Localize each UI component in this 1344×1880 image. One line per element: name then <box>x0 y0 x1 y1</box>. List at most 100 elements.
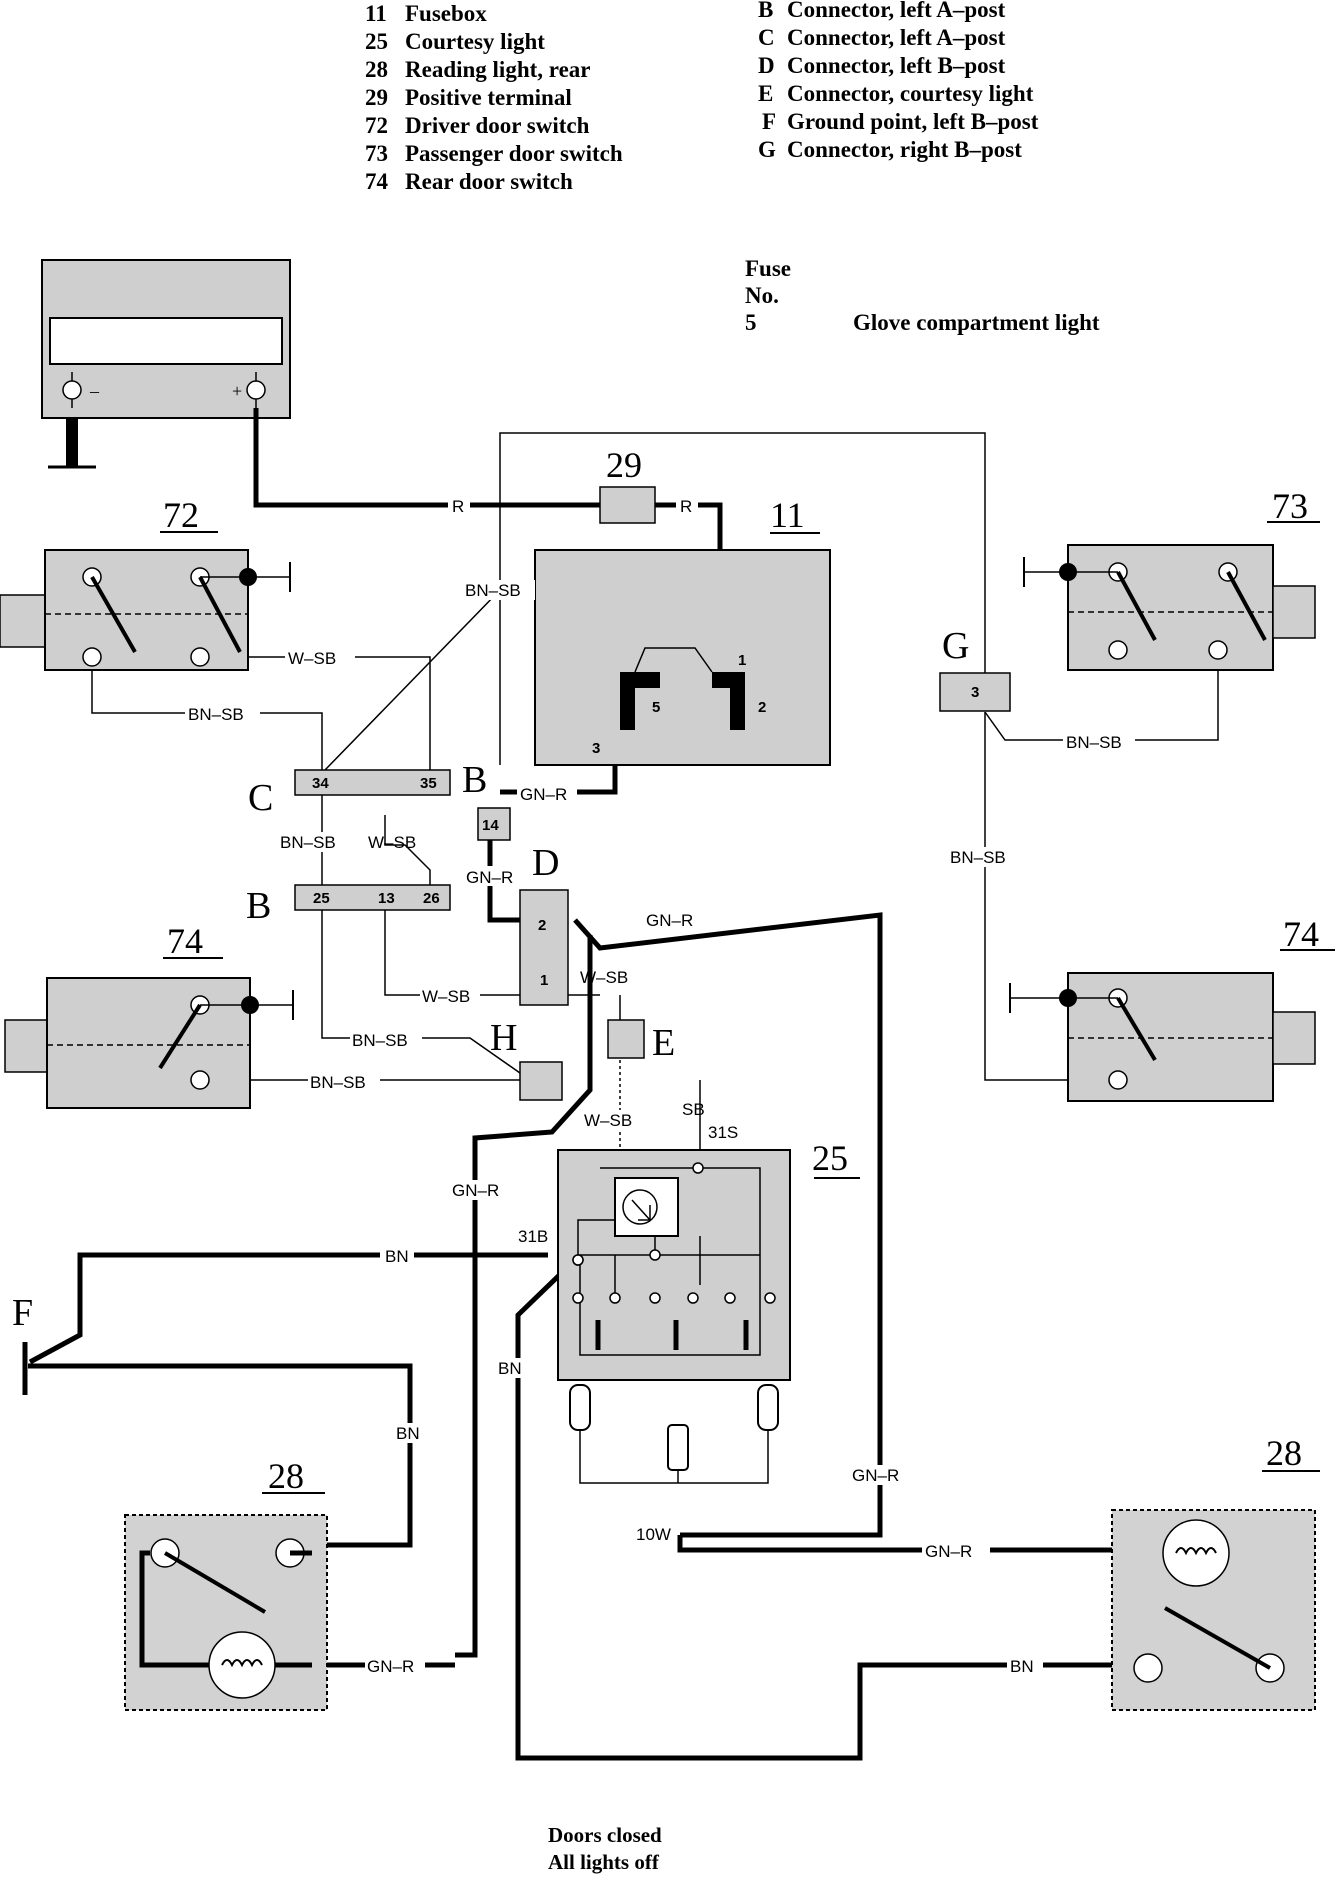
component-72-label: 72 <box>163 495 199 535</box>
connector-G-label: G <box>942 625 969 667</box>
legend-text: Rear door switch <box>405 169 573 194</box>
legend-id: E <box>758 81 773 106</box>
wire-label-BN-SB: BN–SB <box>280 833 336 852</box>
connector-H-label: H <box>490 1017 517 1059</box>
fuse-desc: Glove compartment light <box>853 310 1100 335</box>
wire-label-W-SB: W–SB <box>422 987 470 1006</box>
component-29-label: 29 <box>606 445 642 485</box>
battery-plus: + <box>232 381 242 401</box>
legend-text: Reading light, rear <box>405 57 590 82</box>
legend-id: F <box>762 109 776 134</box>
wire-label-R: R <box>452 497 464 516</box>
fuse-table: Fuse No. 5 Glove compartment light <box>745 256 1100 335</box>
legend-num: 25 <box>365 29 388 54</box>
pin-D-1: 1 <box>540 972 548 989</box>
connector-B-upper-label: B <box>462 759 487 801</box>
component-28-right-label: 28 <box>1266 1433 1302 1473</box>
wire-label-BN-SB: BN–SB <box>188 705 244 724</box>
ground-strap <box>66 418 78 468</box>
wire-label-BN-SB: BN–SB <box>310 1073 366 1092</box>
driver-door-switch-72: 72 <box>0 495 291 671</box>
wire-label-GN-R: GN–R <box>646 911 693 930</box>
pin-C-34: 34 <box>312 775 329 792</box>
wire-label-BN: BN <box>1010 1657 1034 1676</box>
connector-B-upper: 14 B <box>462 759 511 841</box>
wire-label-BN-SB: BN–SB <box>950 848 1006 867</box>
fuse-pin-5: 5 <box>652 699 660 716</box>
passenger-door-switch-73: 73 <box>1023 486 1320 671</box>
fuse-pin-3: 3 <box>592 740 600 757</box>
fuse-pin-2: 2 <box>758 699 766 716</box>
connector-G: 3 G <box>939 625 1011 712</box>
fuse-pin-1: 1 <box>738 652 746 669</box>
rear-door-switch-74-right: 74 <box>1009 914 1335 1102</box>
positive-terminal-29: 29 <box>599 445 656 524</box>
component-28-left-label: 28 <box>268 1456 304 1496</box>
legend-right: B Connector, left A–post C Connector, le… <box>758 0 1039 162</box>
legend-num: 28 <box>365 57 388 82</box>
wire-label-W-SB: W–SB <box>288 649 336 668</box>
legend-num: 72 <box>365 113 388 138</box>
legend-id: B <box>758 0 773 22</box>
battery: – + <box>41 259 291 469</box>
legend-text: Connector, right B–post <box>787 137 1022 162</box>
fusebox-11: 1 2 5 3 11 <box>534 495 831 766</box>
wire-label-BN-SB: BN–SB <box>465 581 521 600</box>
reading-light-28-right: 28 <box>1111 1433 1320 1711</box>
pin-G-3: 3 <box>971 684 979 701</box>
connector-B-lower-label: B <box>246 885 271 927</box>
pin-B-14: 14 <box>482 817 499 834</box>
connector-H: H <box>490 1017 563 1101</box>
legend-num: 29 <box>365 85 388 110</box>
connector-C: 34 35 C <box>248 769 451 819</box>
courtesy-light-25: 25 <box>557 1138 860 1484</box>
pin-B-13: 13 <box>378 890 395 907</box>
legend-text: Driver door switch <box>405 113 590 138</box>
connector-D-label: D <box>532 842 559 884</box>
ground-point-F-label: F <box>12 1292 33 1334</box>
connector-B-lower: 25 13 26 B <box>246 884 451 927</box>
legend-text: Connector, courtesy light <box>787 81 1034 106</box>
battery-minus: – <box>89 381 100 401</box>
component-11-label: 11 <box>770 495 805 535</box>
legend-id: D <box>758 53 775 78</box>
wire-label-GN-R: GN–R <box>852 1466 899 1485</box>
terminal-31S: 31S <box>708 1123 738 1142</box>
wire-label-BN: BN <box>396 1424 420 1443</box>
legend-text: Ground point, left B–post <box>787 109 1039 134</box>
wire-label-R: R <box>680 497 692 516</box>
ground-point-F: F <box>12 1292 33 1334</box>
reading-light-28-left: 28 <box>124 1456 328 1711</box>
legend-text: Positive terminal <box>405 85 572 110</box>
connector-C-label: C <box>248 777 273 819</box>
caption: Doors closed All lights off <box>548 1823 662 1874</box>
caption-line-2: All lights off <box>548 1850 660 1874</box>
wire-labels: R R BN–SB W–SB BN–SB BN–SB W–SB GN–R GN–… <box>185 495 1135 1676</box>
wattage-10W: 10W <box>636 1525 671 1544</box>
pin-D-2: 2 <box>538 917 546 934</box>
wire-label-GN-R: GN–R <box>466 868 513 887</box>
component-74-left-label: 74 <box>167 921 203 961</box>
legend-num: 11 <box>365 1 387 26</box>
caption-line-1: Doors closed <box>548 1823 662 1847</box>
wire-label-SB: SB <box>682 1100 705 1119</box>
wire-label-W-SB: W–SB <box>584 1111 632 1130</box>
component-73-label: 73 <box>1272 486 1308 526</box>
terminal-31B: 31B <box>518 1227 548 1246</box>
legend-num: 73 <box>365 141 388 166</box>
connector-E-label: E <box>652 1022 675 1064</box>
legend-text: Fusebox <box>405 1 487 26</box>
component-25-label: 25 <box>812 1138 848 1178</box>
legend-text: Connector, left B–post <box>787 53 1006 78</box>
wire-label-BN: BN <box>498 1359 522 1378</box>
rear-door-switch-74-left: 74 <box>4 921 294 1109</box>
legend-id: G <box>758 137 776 162</box>
component-74-right-label: 74 <box>1283 914 1319 954</box>
wire-label-BN-SB: BN–SB <box>1066 733 1122 752</box>
pin-B-25: 25 <box>313 890 330 907</box>
legend-num: 74 <box>365 169 389 194</box>
legend-left: 11 Fusebox 25 Courtesy light 28 Reading … <box>365 1 623 194</box>
wire-label-BN-SB: BN–SB <box>352 1031 408 1050</box>
legend-text: Connector, left A–post <box>787 0 1006 22</box>
